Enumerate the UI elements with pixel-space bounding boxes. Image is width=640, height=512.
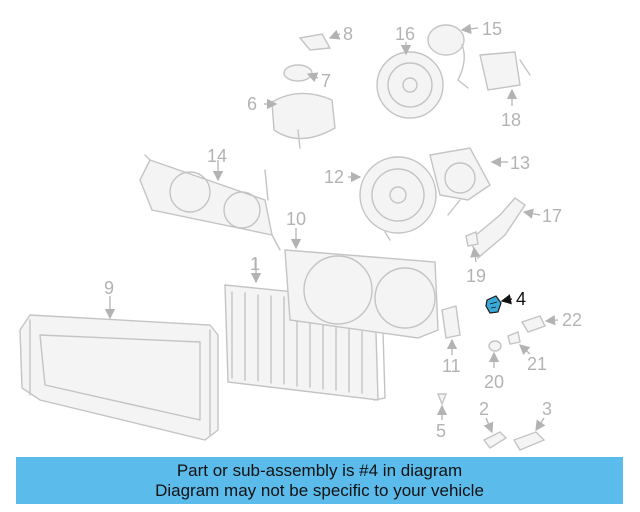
callout-22: 22	[562, 310, 582, 330]
part-13-fan-housing[interactable]	[429, 147, 508, 216]
callout-7: 7	[321, 71, 331, 91]
part-19-sensor[interactable]	[465, 231, 481, 263]
callout-3: 3	[542, 399, 552, 419]
part-14-fan-bracket[interactable]	[139, 154, 281, 251]
callout-12: 12	[324, 167, 344, 187]
part-16-fan[interactable]	[376, 42, 444, 119]
part-4-highlighted-fitting[interactable]	[485, 294, 513, 314]
callout-21: 21	[527, 354, 547, 374]
part-3-bracket[interactable]	[512, 417, 546, 451]
callout-9: 9	[104, 278, 114, 298]
callout-4: 4	[516, 289, 526, 309]
part-21-plug[interactable]	[507, 331, 531, 355]
callout-15: 15	[482, 19, 502, 39]
part-2-bracket[interactable]	[482, 417, 508, 449]
part-11-bracket[interactable]	[441, 305, 461, 355]
callout-6: 6	[247, 94, 257, 114]
part-20-temp-sensor[interactable]	[488, 340, 502, 368]
diagram-caption-bar: Part or sub-assembly is #4 in diagram Di…	[16, 457, 623, 504]
callout-19: 19	[466, 266, 486, 286]
callout-17: 17	[542, 206, 562, 226]
part-5-drain-plug[interactable]	[436, 393, 448, 420]
callout-14: 14	[207, 146, 227, 166]
caption-line-disclaimer: Diagram may not be specific to your vehi…	[155, 481, 484, 500]
callout-8: 8	[343, 24, 353, 44]
part-17-duct[interactable]	[469, 197, 541, 260]
callout-10: 10	[286, 209, 306, 229]
part-8-clip[interactable]	[298, 29, 341, 51]
callout-20: 20	[484, 372, 504, 392]
part-18-control-module[interactable]	[479, 51, 531, 106]
part-7-tank-cap[interactable]	[283, 64, 319, 83]
callout-2: 2	[479, 399, 489, 419]
part-9-support-frame[interactable]	[19, 296, 219, 441]
part-6-expansion-tank[interactable]	[264, 92, 336, 149]
part-15-fan-motor[interactable]	[427, 23, 479, 89]
caption-line-part-number: Part or sub-assembly is #4 in diagram	[176, 461, 463, 480]
part-10-fan-shroud[interactable]	[284, 228, 439, 339]
part-12-auxiliary-fan[interactable]	[348, 156, 437, 241]
callout-18: 18	[501, 110, 521, 130]
callout-16: 16	[395, 24, 415, 44]
part-22-connector[interactable]	[520, 315, 559, 333]
callout-5: 5	[436, 421, 446, 441]
callout-11: 11	[442, 356, 461, 376]
callout-13: 13	[510, 153, 530, 173]
callout-1: 1	[250, 254, 260, 274]
